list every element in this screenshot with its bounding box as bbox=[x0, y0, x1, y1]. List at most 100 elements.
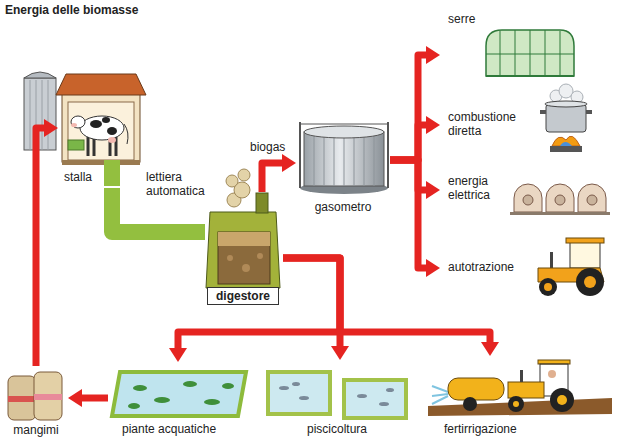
pond-illustration bbox=[133, 385, 147, 391]
barn-illustration bbox=[124, 124, 128, 144]
node-label: autotrazione bbox=[448, 260, 514, 274]
pond-illustration bbox=[112, 372, 246, 416]
gasholder-illustration bbox=[344, 134, 345, 186]
pond-illustration bbox=[222, 383, 234, 389]
barn-illustration bbox=[71, 123, 77, 127]
barn-illustration bbox=[62, 160, 140, 165]
process-node: piscicoltura bbox=[262, 360, 412, 440]
fertigation-illustration bbox=[448, 378, 504, 400]
flow-arrow bbox=[390, 55, 426, 160]
digester-illustration bbox=[242, 264, 250, 272]
fertigation-illustration bbox=[557, 395, 567, 405]
tractor-illustration bbox=[544, 283, 552, 291]
tractor-illustration bbox=[570, 242, 600, 268]
gasholder-illustration bbox=[324, 134, 325, 186]
fish-tank-illustration bbox=[279, 386, 289, 390]
pot-illustration bbox=[540, 84, 592, 152]
node-label: stalla bbox=[64, 170, 92, 184]
barn-illustration bbox=[56, 74, 146, 186]
greenhouse-illustration bbox=[486, 54, 574, 55]
barn-illustration bbox=[68, 140, 84, 150]
generator-illustration bbox=[510, 212, 610, 215]
gasholder-illustration bbox=[387, 122, 389, 188]
tractor-illustration bbox=[566, 238, 604, 243]
fertigation-illustration bbox=[432, 386, 448, 392]
digester-illustration bbox=[226, 175, 238, 187]
barn-illustration bbox=[90, 120, 102, 128]
node-label: piscicoltura bbox=[307, 422, 367, 436]
feed-sacks-illustration bbox=[8, 372, 62, 420]
process-node: autotrazione bbox=[440, 228, 612, 298]
greenhouse-illustration bbox=[530, 30, 531, 76]
barn-illustration bbox=[62, 92, 140, 162]
fish-tank-illustration bbox=[344, 380, 406, 418]
barn-illustration bbox=[68, 102, 134, 160]
node-label: gasometro bbox=[315, 200, 372, 214]
generator-illustration bbox=[510, 184, 610, 215]
node-label: mangimi bbox=[13, 423, 58, 437]
fish-tank-illustration bbox=[386, 388, 394, 392]
silo-illustration bbox=[30, 80, 31, 150]
fertigation-illustration bbox=[432, 396, 448, 404]
pot-illustration bbox=[550, 146, 582, 152]
tractor-illustration bbox=[538, 238, 604, 296]
tractor-illustration bbox=[550, 252, 553, 268]
silo-illustration bbox=[24, 72, 56, 78]
flow-arrow bbox=[82, 395, 108, 402]
edge-label: biogas bbox=[250, 140, 285, 154]
digester-illustration bbox=[257, 253, 263, 259]
fertigation-illustration bbox=[463, 397, 477, 411]
flow-arrow bbox=[36, 128, 44, 366]
node-label: fertirrigazione bbox=[444, 422, 517, 436]
fertigation-illustration bbox=[508, 382, 544, 398]
pond-illustration bbox=[112, 372, 246, 416]
gasholder-illustration bbox=[304, 132, 384, 186]
gasholder-illustration bbox=[299, 122, 301, 188]
pot-illustration bbox=[552, 136, 580, 146]
edge-label: lettiera automatica bbox=[146, 170, 218, 198]
process-node: digestore bbox=[205, 192, 283, 307]
generator-illustration bbox=[555, 195, 565, 205]
pot-illustration bbox=[545, 101, 587, 107]
generator-illustration bbox=[523, 195, 533, 205]
gasholder-illustration bbox=[300, 124, 388, 125]
greenhouse-illustration bbox=[486, 75, 574, 77]
flow-arrow bbox=[178, 258, 340, 348]
generator-illustration bbox=[587, 195, 597, 205]
gasholder-illustration bbox=[354, 134, 355, 186]
process-node: mangimi bbox=[4, 366, 68, 440]
node-label: serre bbox=[448, 12, 475, 26]
greenhouse-illustration bbox=[515, 30, 516, 76]
fertigation-illustration bbox=[538, 360, 570, 364]
digester-illustration bbox=[206, 169, 280, 288]
fish-tank-illustration bbox=[292, 382, 300, 386]
fertigation-illustration bbox=[432, 394, 448, 396]
process-node: energia elettrica bbox=[440, 168, 612, 218]
generator-illustration bbox=[578, 184, 606, 212]
greenhouse-illustration bbox=[545, 30, 546, 76]
fertigation-illustration bbox=[513, 401, 519, 407]
fertigation-illustration bbox=[508, 396, 524, 412]
pond-illustration bbox=[183, 381, 197, 387]
pot-illustration bbox=[540, 110, 546, 114]
gasholder-illustration bbox=[374, 134, 375, 186]
flow-arrow bbox=[283, 258, 340, 346]
pond-illustration bbox=[128, 403, 140, 409]
feed-sacks-illustration bbox=[8, 396, 36, 402]
feed-sacks-illustration bbox=[34, 394, 62, 400]
barn-illustration bbox=[104, 160, 120, 186]
process-node: gasometro bbox=[296, 118, 390, 218]
fertigation-illustration bbox=[548, 370, 556, 378]
node-label: combustione diretta bbox=[448, 110, 530, 138]
fertigation-illustration bbox=[520, 370, 523, 382]
generator-illustration bbox=[546, 184, 574, 212]
silo-illustration bbox=[24, 78, 56, 150]
feed-sacks-illustration bbox=[34, 372, 62, 420]
fish-tank-illustration bbox=[379, 402, 389, 406]
barn-illustration bbox=[80, 116, 124, 140]
gasholder-illustration bbox=[334, 134, 335, 186]
gasholder-illustration bbox=[314, 134, 315, 186]
